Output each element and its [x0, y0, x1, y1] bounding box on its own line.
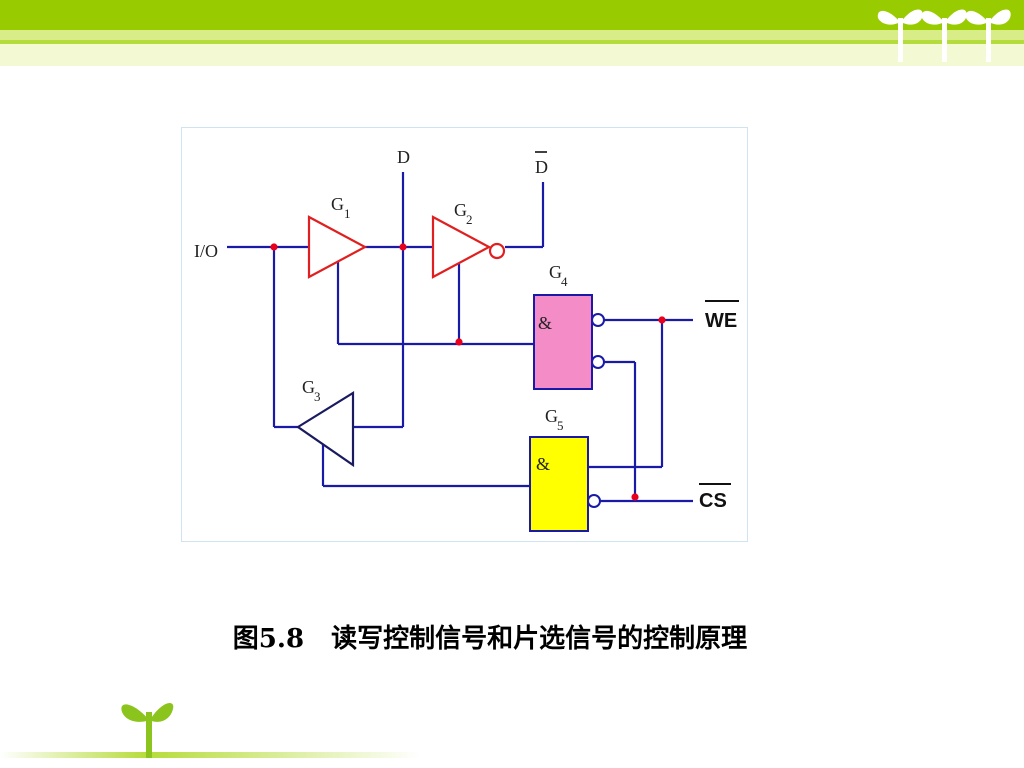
g2-inverter [431, 215, 492, 279]
g4-input-bubble-cs [591, 355, 605, 369]
label-g5: G [545, 406, 558, 426]
g5-input-bubble-cs [587, 494, 601, 508]
label-d-bar: D [535, 157, 548, 177]
figure-caption: 图5.8 读写控制信号和片选信号的控制原理 [232, 624, 748, 654]
label-we: WE [705, 310, 737, 332]
g4-input-bubble-we [591, 313, 605, 327]
sprout-icons [877, 9, 1011, 62]
junction-cs [631, 493, 639, 501]
header-band [0, 0, 1024, 66]
g2-inverter-bubble [488, 242, 506, 260]
junction-g2-enable [455, 338, 463, 346]
sprout-icon [0, 702, 420, 758]
g1-buffer [307, 215, 368, 279]
label-g1-sub: 1 [344, 206, 351, 221]
label-g2-sub: 2 [466, 212, 473, 227]
label-g5-sub: 5 [557, 418, 564, 433]
label-d: D [397, 147, 410, 167]
label-g3: G [302, 377, 315, 397]
label-g4-sub: 4 [561, 274, 568, 289]
g3-buffer [295, 391, 355, 468]
diagram-frame [181, 127, 748, 542]
junction-io [270, 243, 278, 251]
circuit-diagram: I/O D D G 1 G 2 G 3 G 4 G 5 & & WE CS [194, 147, 739, 532]
label-g2: G [454, 200, 467, 220]
label-cs: CS [699, 490, 727, 512]
label-io: I/O [194, 241, 218, 261]
g5-and-gate [529, 436, 589, 532]
label-g4: G [549, 262, 562, 282]
g4-symbol: & [538, 313, 552, 333]
g5-symbol: & [536, 454, 550, 474]
junction-d [399, 243, 407, 251]
label-g1: G [331, 194, 344, 214]
g4-and-gate [533, 294, 593, 390]
junction-we [658, 316, 666, 324]
label-g3-sub: 3 [314, 389, 321, 404]
